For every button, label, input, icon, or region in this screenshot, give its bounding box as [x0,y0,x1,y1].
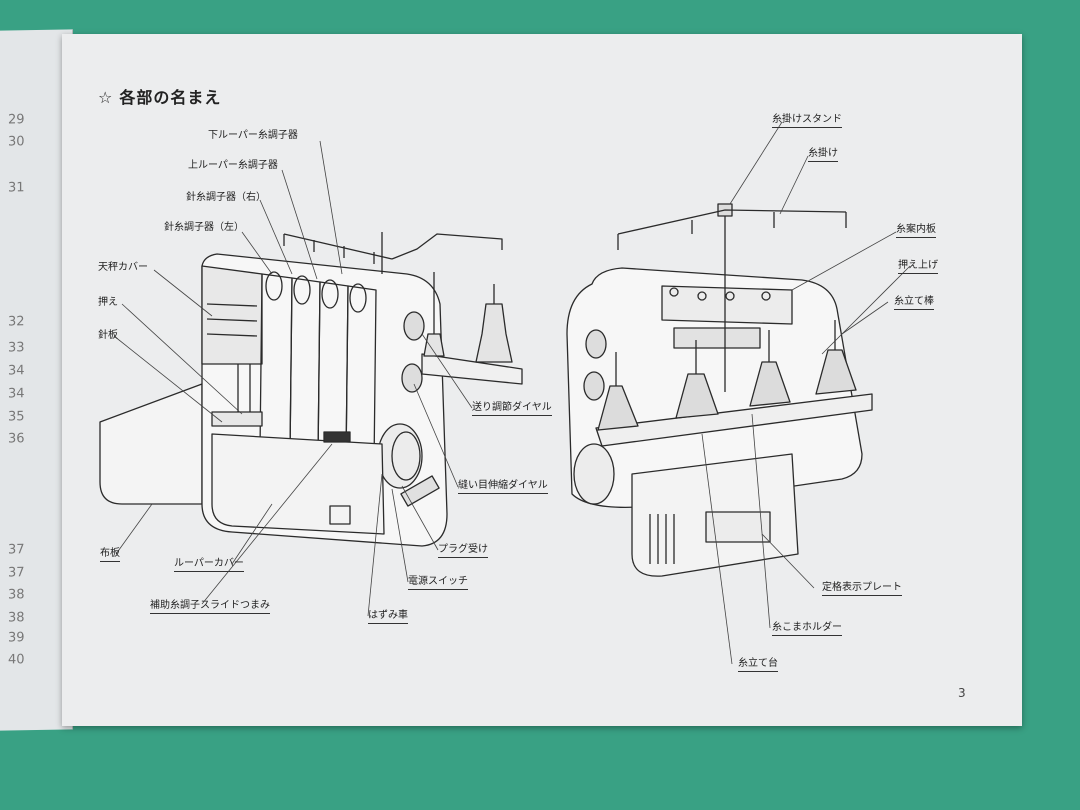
left-page-number: 32 [8,314,25,330]
rear-machine-body-shape [566,267,863,508]
left-page-number: 33 [8,340,25,356]
label-needle-plate: 針板 [98,330,118,341]
left-page-number: 30 [8,134,25,150]
label-feed-dial: 送り調節ダイヤル [472,402,552,416]
label-handwheel: はずみ車 [368,610,408,624]
left-page-number: 37 [8,542,25,558]
label-rating-plate: 定格表示プレート [822,582,902,596]
leader-lines [113,121,911,665]
manual-page: ☆ 各部の名まえ 3 [62,34,1022,726]
label-spool-pin: 糸立て棒 [894,296,934,310]
label-differential-dial: 縫い目伸縮ダイヤル [458,480,548,494]
label-upper-looper-tension: 上ルーパー糸調子器 [188,160,278,171]
left-page-number: 29 [8,112,25,128]
label-plug-receptacle: プラグ受け [438,544,488,558]
cloth-plate-shape [99,383,203,505]
label-presser-lifter: 押え上げ [898,260,938,274]
page-title: ☆ 各部の名まえ [98,84,221,108]
star-icon: ☆ [98,88,114,107]
machine-illustrations [99,121,911,665]
left-page-number: 40 [8,652,25,668]
page-number: 3 [958,686,966,700]
left-page-number: 38 [8,610,25,626]
left-page-number: 39 [8,630,25,646]
page-title-text: 各部の名まえ [119,88,222,107]
label-needle-tension-left: 針糸調子器（左） [164,222,244,233]
label-presser-foot: 押え [98,297,118,308]
label-spool-holder: 糸こまホルダー [772,622,842,636]
left-page-number: 37 [8,565,25,581]
left-page-number: 34 [8,386,25,402]
label-spool-stand: 糸立て台 [738,658,778,672]
left-page-number: 38 [8,587,25,603]
label-aux-tension-slide: 補助糸調子スライドつまみ [150,600,270,614]
label-thread-stand: 糸掛けスタンド [772,114,842,128]
right-machine-drawing [566,203,873,577]
left-machine-drawing [99,232,523,547]
left-page-number: 34 [8,363,25,379]
label-needle-tension-right: 針糸調子器（右） [186,192,266,203]
label-lower-looper-tension: 下ルーパー糸調子器 [208,130,298,141]
label-thread-guide-plate: 糸案内板 [896,224,936,238]
label-power-switch: 電源スイッチ [408,576,468,590]
left-page-number: 36 [8,431,25,447]
label-cloth-plate: 布板 [100,548,120,562]
label-looper-cover: ルーパーカバー [174,558,244,572]
label-upper-knife-cover: 天秤カバー [98,262,148,273]
left-page-number: 31 [8,180,25,196]
left-page-number: 35 [8,409,25,425]
label-thread-guide: 糸掛け [808,148,838,162]
